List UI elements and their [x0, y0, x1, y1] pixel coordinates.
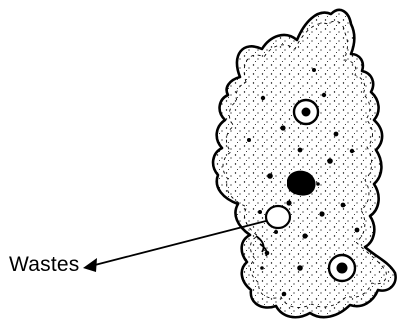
cell-membrane — [213, 10, 396, 317]
upper-vacuole — [294, 100, 318, 124]
wastes-arrow — [83, 221, 266, 272]
waste-vacuole — [266, 206, 290, 228]
wastes-label: Wastes — [9, 254, 79, 275]
lower-vacuole — [329, 255, 355, 281]
